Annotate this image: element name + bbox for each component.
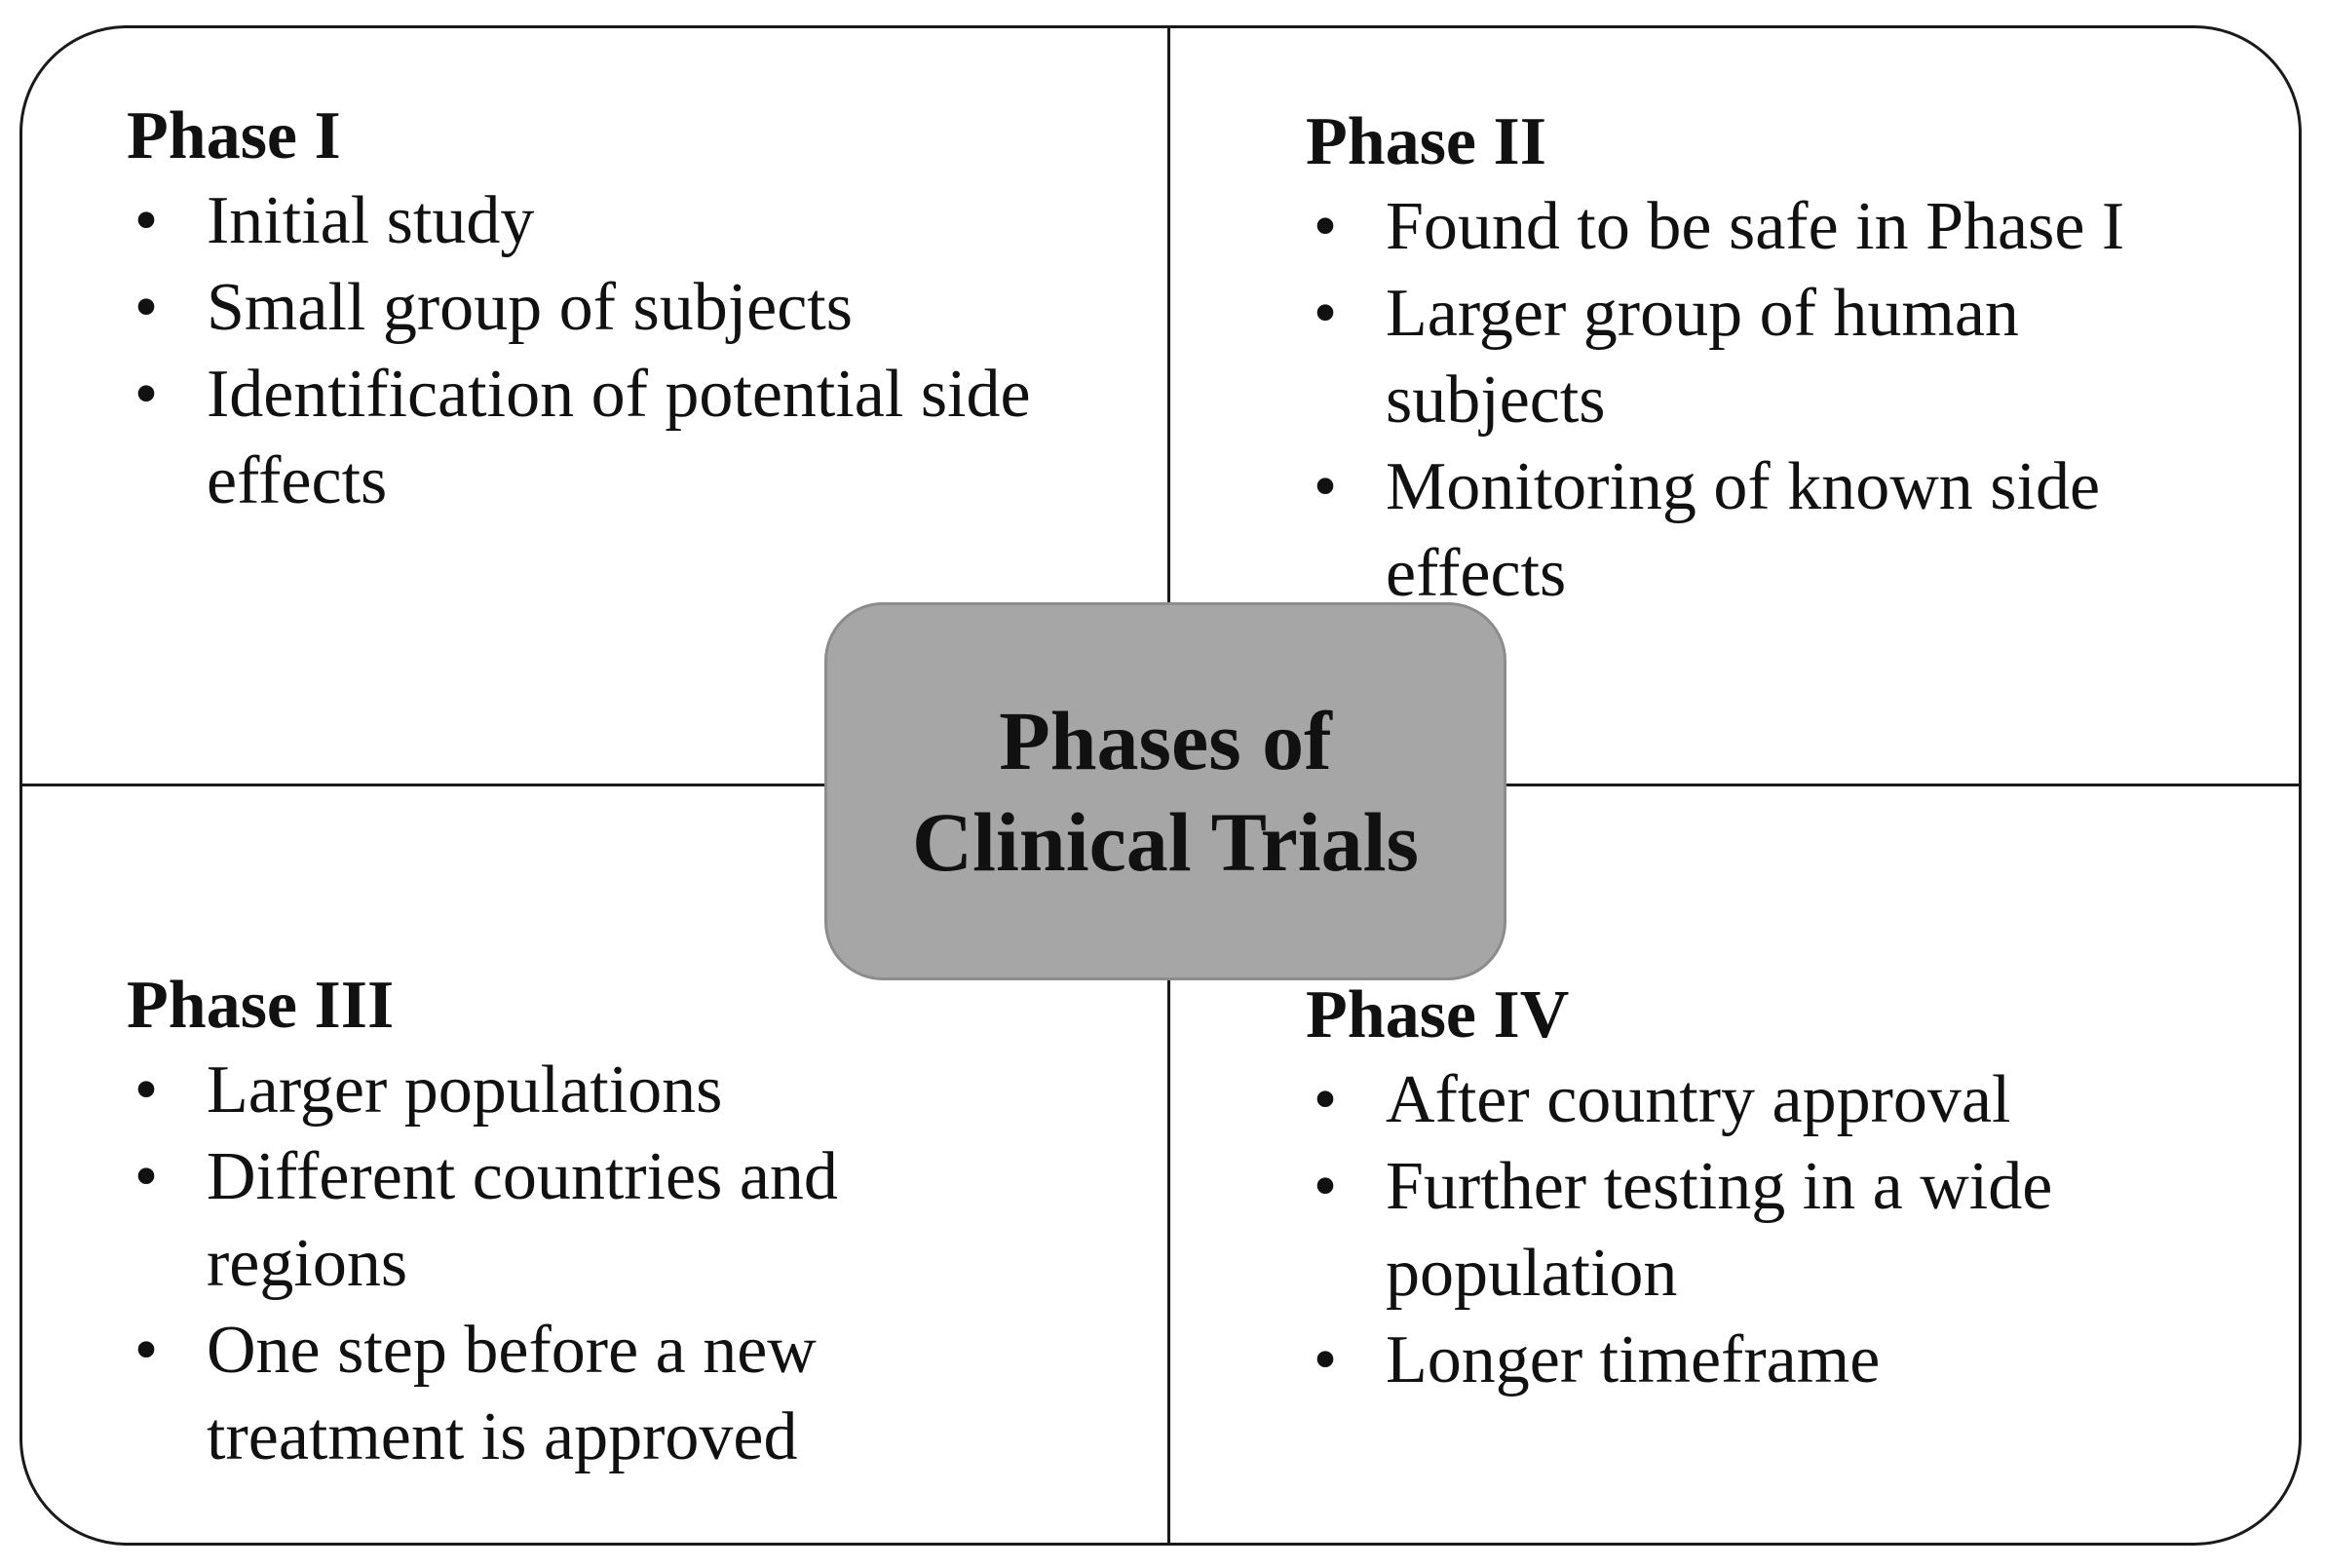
list-item: • Larger populations — [127, 1047, 1121, 1133]
bullet-icon: • — [133, 1313, 159, 1388]
bullet-icon: • — [133, 1052, 159, 1128]
bullet-icon: • — [1313, 449, 1338, 524]
center-title-line-1: Phases of — [999, 694, 1332, 787]
phase-1-list: •Initial study •Small group of subjects … — [127, 177, 1121, 524]
bullet-icon: • — [1313, 276, 1338, 351]
phase-2-item-1: Found to be safe in Phase I — [1386, 189, 2125, 264]
list-item: • After country approval — [1306, 1056, 2290, 1143]
list-item: • Small group of subjects — [127, 264, 1121, 351]
phase-3-title: Phase III — [127, 968, 395, 1043]
phase-4-item-3: Longer timeframe — [1386, 1322, 1881, 1397]
list-item: • Further testing in a wide population — [1306, 1143, 2263, 1317]
center-title-box: Phases of Clinical Trials — [824, 602, 1506, 980]
phase-3-item-1: Larger populations — [207, 1052, 723, 1128]
list-item: • Initial study — [127, 177, 1121, 264]
phase-4-quadrant: Phase IV • After country approval • Furthe… — [1306, 975, 2290, 1403]
bullet-icon: • — [133, 1139, 159, 1214]
phase-1-item-2: Small group of subjects — [207, 270, 853, 345]
phase-4-list: • After country approval • Further testing… — [1306, 1056, 2290, 1403]
bullet-icon: • — [1313, 189, 1338, 264]
bullet-icon: • — [133, 270, 159, 345]
phase-1-item-1: Initial study — [207, 183, 535, 258]
bullet-icon: • — [1313, 1149, 1338, 1224]
phase-2-item-2: Larger group of human subjects — [1386, 276, 2019, 438]
phase-3-quadrant: Phase III • Larger populations • Different… — [127, 965, 1121, 1480]
phase-1-title: Phase I — [127, 98, 341, 173]
phase-4-item-1: After country approval — [1386, 1062, 2011, 1137]
bullet-icon: • — [1313, 1062, 1338, 1137]
bullet-icon: • — [133, 357, 159, 432]
phase-3-list: • Larger populations • Different countries… — [127, 1047, 1121, 1480]
phase-3-item-3: One step before a new treatment is appro… — [207, 1313, 817, 1474]
list-item: • Found to be safe in Phase I — [1306, 183, 2290, 270]
phase-2-list: • Found to be safe in Phase I • Larger gro… — [1306, 183, 2290, 617]
list-item: • Identification of potential side effect… — [127, 351, 1045, 524]
center-title: Phases of Clinical Trials — [827, 690, 1504, 893]
phase-3-item-2: Different countries and regions — [207, 1139, 838, 1301]
phase-2-title: Phase II — [1306, 104, 1546, 179]
center-title-line-2: Clinical Trials — [911, 795, 1420, 889]
phase-4-title: Phase IV — [1306, 977, 1570, 1052]
bullet-icon: • — [133, 183, 159, 258]
list-item: • Different countries and regions — [127, 1133, 1045, 1307]
phase-4-item-2: Further testing in a wide population — [1386, 1149, 2053, 1311]
list-item: • Monitoring of known side effects — [1306, 443, 2292, 617]
list-item: • One step before a new treatment is appr… — [127, 1307, 1045, 1480]
phase-2-quadrant: Phase II • Found to be safe in Phase I • L… — [1306, 101, 2290, 617]
phase-1-item-3: Identification of potential side effects — [207, 357, 1031, 518]
list-item: • Longer timeframe — [1306, 1317, 2290, 1403]
list-item: • Larger group of human subjects — [1306, 270, 2194, 443]
bullet-icon: • — [1313, 1322, 1338, 1397]
phase-1-quadrant: Phase I • Initial study • Small group of s… — [127, 96, 1121, 524]
phase-2-item-3: Monitoring of known side effects — [1386, 449, 2101, 611]
